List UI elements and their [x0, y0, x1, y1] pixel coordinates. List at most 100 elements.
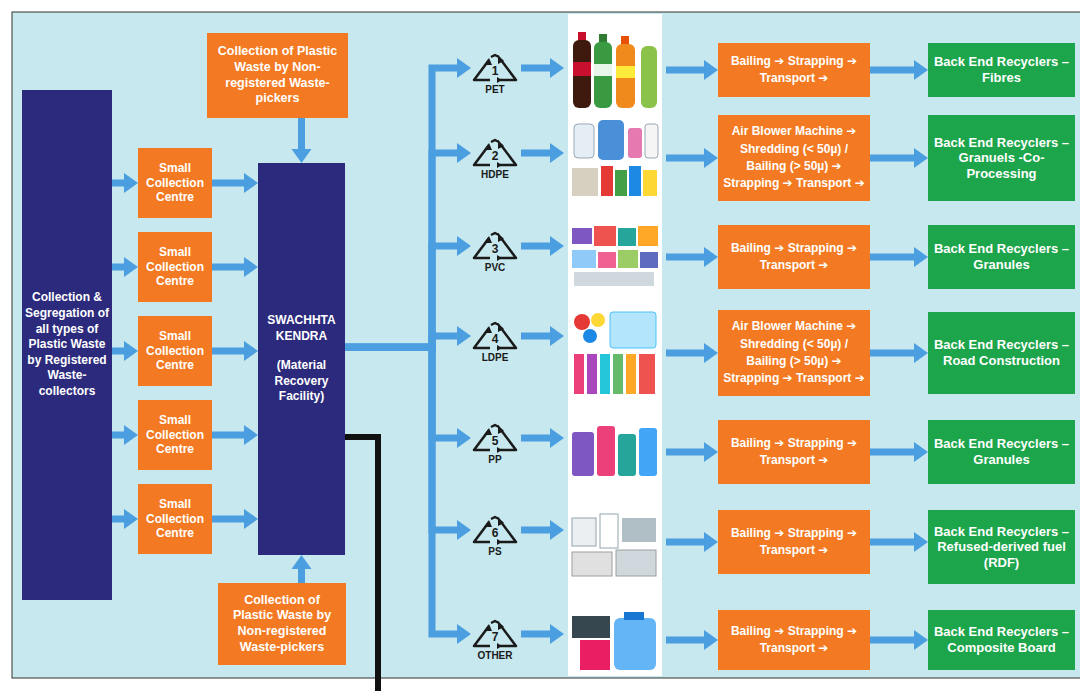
resin-code: HDPE — [470, 169, 520, 181]
arrow-line — [870, 350, 916, 357]
box-label: Back End Recyclers – Granuels -Co-Proces… — [933, 135, 1070, 182]
box-label: Back End Recyclers – Refused-derived fue… — [933, 524, 1070, 571]
box-label: Bailing ➔ Strapping ➔ Transport ➔ — [722, 623, 866, 658]
flow-arrow — [345, 236, 471, 347]
flow-arrow — [870, 60, 928, 80]
waste-picker-box: Collection of Plastic Waste by Non-regis… — [218, 583, 346, 665]
arrow-head — [914, 60, 928, 80]
mrf-box: SWACHHTA KENDRA(Material Recovery Facili… — [258, 163, 345, 555]
arrow-line — [212, 516, 246, 523]
arrow-head — [124, 425, 138, 445]
flow-arrow — [521, 520, 718, 552]
arrow-head — [914, 343, 928, 363]
resin-code-symbol: 2HDPE — [470, 138, 520, 182]
flow-arrow — [870, 343, 928, 363]
arrow-line — [521, 243, 552, 250]
recycle-arrowhead — [484, 236, 492, 243]
arrow-line — [212, 264, 246, 271]
recycle-arrowhead — [498, 140, 504, 149]
arrow-head — [704, 442, 718, 462]
arrow-line — [212, 180, 246, 187]
arrow-line — [345, 246, 459, 347]
arrow-head — [914, 148, 928, 168]
resin-number: 5 — [470, 434, 520, 448]
flow-arrow — [212, 509, 258, 529]
recycler-box: Back End Recyclers – Fibres — [928, 43, 1075, 97]
recycle-arrowhead — [498, 323, 504, 332]
hdpe-containers — [572, 120, 658, 196]
arrow-line — [112, 348, 126, 355]
arrow-line — [345, 68, 459, 347]
arrow-head — [124, 173, 138, 193]
arrow-line — [870, 539, 916, 546]
arrow-line — [345, 347, 459, 634]
pet-bottles — [573, 32, 657, 108]
process-box: Bailing ➔ Strapping ➔ Transport ➔ — [718, 610, 870, 670]
recycle-arrowhead — [498, 55, 504, 64]
recycler-box: Back End Recyclers – Granuels -Co-Proces… — [928, 115, 1075, 201]
arrow-head — [704, 148, 718, 168]
resin-code: PVC — [470, 262, 520, 274]
arrow-line — [212, 348, 246, 355]
box-label: Back End Recyclers – Fibres — [933, 54, 1070, 85]
resin-code-symbol: 6PS — [470, 515, 520, 559]
collection-centre-box: Small Collection Centre — [138, 232, 212, 302]
flow-arrow — [112, 173, 138, 193]
box-label: Back End Recyclers – Granules — [933, 436, 1070, 467]
arrow-head — [124, 509, 138, 529]
process-box: Bailing ➔ Strapping ➔ Transport ➔ — [718, 510, 870, 574]
flow-arrow — [870, 442, 928, 462]
process-box: Bailing ➔ Strapping ➔ Transport ➔ — [718, 225, 870, 289]
resin-number: 3 — [470, 242, 520, 256]
flow-arrow — [870, 148, 928, 168]
flow-arrow — [112, 257, 138, 277]
arrow-line — [521, 631, 552, 638]
resin-code-symbol: 4LDPE — [470, 321, 520, 365]
flow-arrow — [870, 532, 928, 552]
recycle-arrowhead — [498, 517, 504, 526]
recycler-box: Back End Recyclers – Refused-derived fue… — [928, 510, 1075, 584]
resin-code: PET — [470, 84, 520, 96]
ldpe-items — [574, 312, 656, 394]
recycle-arrowhead — [484, 143, 492, 150]
flow-arrow — [212, 257, 258, 277]
arrow-head — [244, 341, 258, 361]
resin-number: 6 — [470, 526, 520, 540]
panel — [12, 12, 1080, 678]
arrow-head — [292, 149, 312, 163]
arrow-head — [550, 58, 564, 78]
other-items — [572, 612, 656, 670]
resin-code-symbol: 5PP — [470, 423, 520, 467]
arrow-head — [550, 624, 564, 644]
box-label: Collection of Plastic Waste by Non-regis… — [224, 593, 340, 656]
arrow-line — [870, 449, 916, 456]
pp-tubs — [572, 426, 657, 476]
resin-code: LDPE — [470, 352, 520, 364]
arrow-line — [521, 333, 552, 340]
flow-arrow — [212, 341, 258, 361]
arrow-head — [244, 425, 258, 445]
arrow-head — [124, 257, 138, 277]
box-label: Small Collection Centre — [140, 497, 210, 540]
arrow-line — [112, 180, 126, 187]
resin-code-symbol: 1PET — [470, 53, 520, 97]
arrow-line — [666, 254, 706, 261]
flow-arrow — [521, 236, 718, 267]
flow-arrow — [521, 428, 718, 462]
resin-code: PS — [470, 546, 520, 558]
box-label: Small Collection Centre — [140, 161, 210, 204]
arrow-head — [704, 630, 718, 650]
arrow-line — [112, 264, 126, 271]
recycle-arrowhead — [484, 326, 492, 333]
arrow-head — [457, 428, 471, 448]
pvc-items — [572, 226, 658, 286]
arrow-head — [550, 143, 564, 163]
arrow-line — [666, 637, 706, 644]
recycle-arrowhead — [498, 621, 504, 630]
arrow-line — [112, 516, 126, 523]
box-label: Air Blower Machine ➔ Shredding (< 50µ) /… — [722, 318, 866, 388]
collection-centre-box: Small Collection Centre — [138, 484, 212, 554]
flow-arrow — [112, 341, 138, 361]
source-box: Collection & Segregation of all types of… — [22, 90, 112, 600]
flow-arrow — [292, 118, 312, 163]
